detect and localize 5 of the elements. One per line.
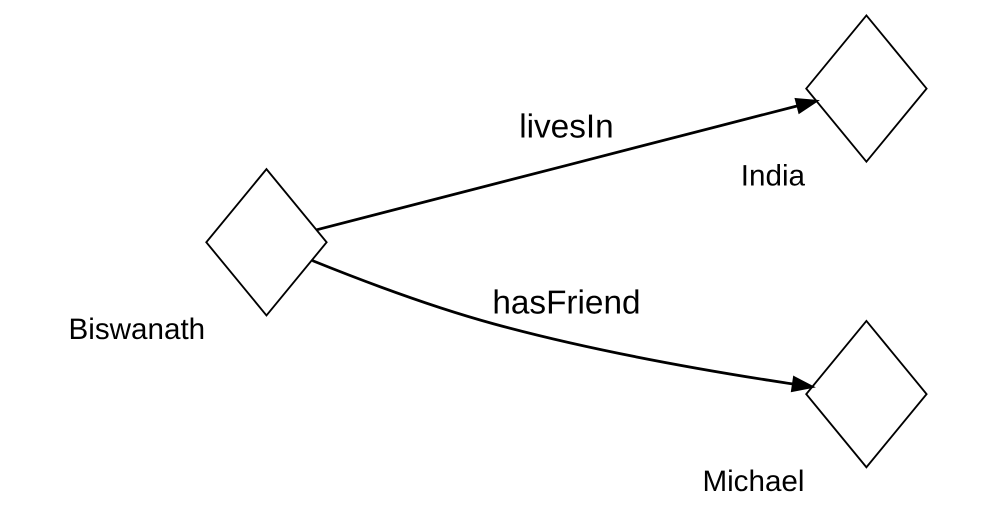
edge-label: livesIn [519, 108, 614, 146]
node-label: India [740, 159, 806, 192]
node-label: Michael [702, 464, 804, 498]
node-label: Biswanath [68, 313, 206, 346]
edge-label: hasFriend [492, 284, 641, 322]
